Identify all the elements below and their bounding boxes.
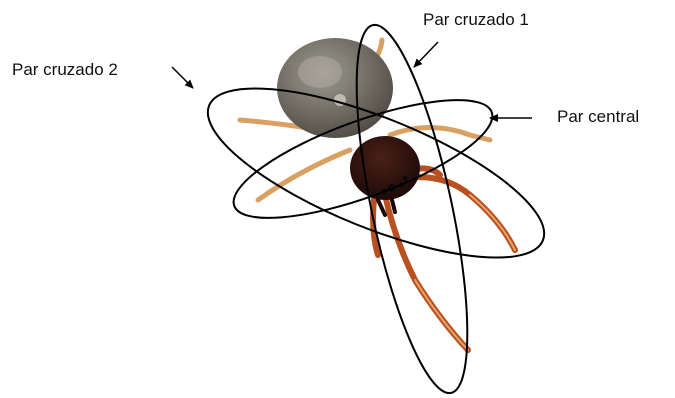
ellipse-cross-pair-2 — [206, 87, 546, 259]
label-central-pair: Par central — [557, 107, 640, 126]
label-cross-pair-2: Par cruzado 2 — [12, 60, 118, 79]
label-cross-pair-1: Par cruzado 1 — [423, 10, 529, 29]
ellipse-central-pair — [232, 99, 494, 219]
arrow-cross-pair-1 — [413, 41, 439, 68]
abdomen-shape — [277, 38, 393, 138]
leg-pair-ellipses — [206, 23, 546, 395]
arrow-cross-pair-2 — [171, 66, 194, 89]
ellipse-cross-pair-1 — [355, 23, 469, 395]
